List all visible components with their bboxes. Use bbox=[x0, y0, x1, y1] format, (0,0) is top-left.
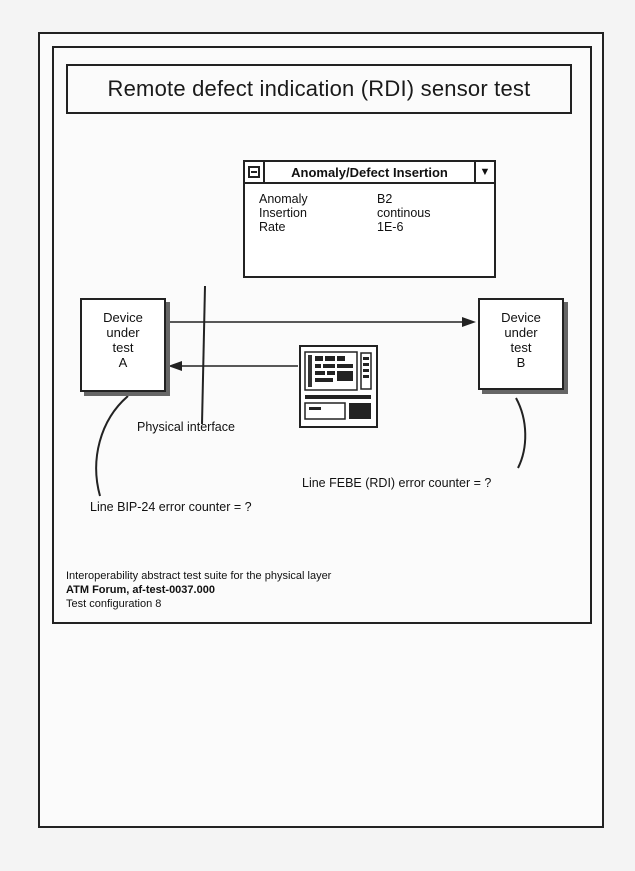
physical-interface-label: Physical interface bbox=[137, 420, 235, 434]
callout-bip-curve bbox=[95, 395, 129, 497]
arrow-a-to-b-head bbox=[462, 317, 476, 327]
rate-label: Rate bbox=[259, 220, 286, 234]
caption-line-3: Test configuration 8 bbox=[66, 598, 162, 610]
callout-febe-curve bbox=[515, 397, 527, 469]
test-instrument-icon bbox=[304, 351, 372, 420]
rate-row: Rate 1E-6 bbox=[259, 220, 484, 234]
device-b-line-4: B bbox=[516, 355, 526, 370]
insertion-row: Insertion continous bbox=[259, 206, 484, 220]
anomaly-row: Anomaly B2 bbox=[259, 192, 484, 206]
device-a-line-1: Device bbox=[103, 310, 143, 325]
rate-value: 1E-6 bbox=[377, 220, 404, 234]
device-b-line-2: under bbox=[504, 325, 538, 340]
dropdown-arrow-icon[interactable]: ▼ bbox=[479, 166, 491, 178]
anomaly-label: Anomaly bbox=[259, 192, 308, 206]
caption-line-1: Interoperability abstract test suite for… bbox=[66, 570, 332, 582]
device-b-line-3: test bbox=[510, 340, 532, 355]
test-instrument bbox=[299, 345, 378, 428]
device-a-line-4: A bbox=[118, 355, 128, 370]
window-titlebar: Anomaly/Defect Insertion ▼ bbox=[245, 162, 494, 184]
window-body: Anomaly B2 Insertion continous Rate 1E-6 bbox=[259, 192, 484, 234]
anomaly-insertion-window: Anomaly/Defect Insertion ▼ Anomaly B2 In… bbox=[243, 160, 496, 278]
anomaly-value: B2 bbox=[377, 192, 393, 206]
page-title: Remote defect indication (RDI) sensor te… bbox=[107, 76, 531, 101]
line-febe-counter-label: Line FEBE (RDI) error counter = ? bbox=[302, 476, 492, 490]
device-a-line-2: under bbox=[106, 325, 140, 340]
insertion-label: Insertion bbox=[259, 206, 307, 220]
insertion-value: continous bbox=[377, 206, 431, 220]
physical-interface-line bbox=[201, 285, 206, 425]
arrow-tester-to-a-head bbox=[168, 361, 182, 371]
figure-frame bbox=[52, 46, 592, 624]
title-box: Remote defect indication (RDI) sensor te… bbox=[66, 64, 572, 114]
caption-line-2: ATM Forum, af-test-0037.000 bbox=[66, 584, 215, 596]
system-menu-icon[interactable] bbox=[248, 166, 260, 178]
window-title: Anomaly/Defect Insertion bbox=[263, 162, 476, 182]
device-b-line-1: Device bbox=[501, 310, 541, 325]
device-a-line-3: test bbox=[112, 340, 134, 355]
line-bip-counter-label: Line BIP-24 error counter = ? bbox=[90, 500, 252, 514]
device-under-test-b: Device under test B bbox=[478, 298, 564, 390]
device-under-test-a: Device under test A bbox=[80, 298, 166, 392]
